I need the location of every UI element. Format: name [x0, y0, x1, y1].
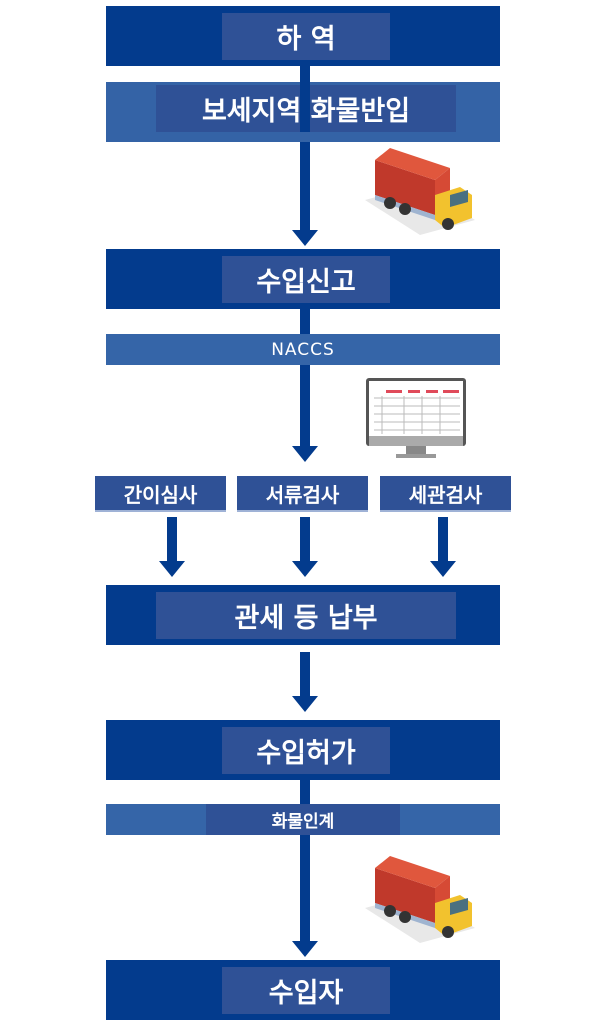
step-import-permit: 수입허가: [106, 720, 500, 780]
arrow-head: [292, 446, 318, 462]
arrow-shaft: [300, 66, 310, 231]
step-import-declaration: 수입신고: [106, 249, 500, 309]
arrow-shaft: [300, 652, 310, 698]
step-label: 관세 등 납부: [156, 592, 456, 639]
step-duty-payment: 관세 등 납부: [106, 585, 500, 645]
arrow-shaft: [300, 72, 310, 132]
arrow-head: [292, 696, 318, 712]
step-label: 수입허가: [222, 727, 390, 774]
arrow-shaft: [438, 517, 448, 563]
step-simple-review: 간이심사: [95, 476, 226, 512]
arrow-shaft: [167, 517, 177, 563]
truck-icon: [365, 148, 475, 235]
step-importer: 수입자: [106, 960, 500, 1020]
monitor-icon: [366, 378, 466, 458]
step-document-review: 서류검사: [237, 476, 368, 512]
step-label: 수입자: [222, 967, 390, 1014]
cargo-handover-band: 화물인계: [106, 804, 500, 835]
arrow-head: [292, 561, 318, 577]
arrow-head: [292, 230, 318, 246]
step-label: 하 역: [222, 13, 390, 60]
step-unloading: 하 역: [106, 6, 500, 66]
step-label: 화물인계: [206, 804, 400, 835]
naccs-band: NACCS: [106, 334, 500, 365]
arrow-head: [159, 561, 185, 577]
step-customs-inspection: 세관검사: [380, 476, 511, 512]
arrow-head: [292, 941, 318, 957]
step-label: 수입신고: [222, 256, 390, 303]
truck-icon: [365, 856, 475, 943]
arrow-shaft: [300, 517, 310, 563]
arrow-shaft: [300, 780, 310, 943]
arrow-head: [430, 561, 456, 577]
arrow-shaft: [300, 309, 310, 449]
